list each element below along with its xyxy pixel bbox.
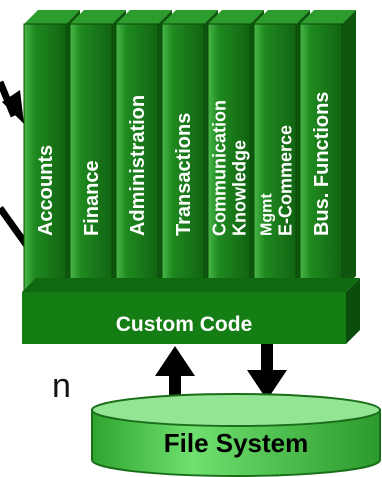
column-front-face bbox=[299, 23, 343, 291]
base-label: Custom Code bbox=[116, 313, 253, 336]
function-columns: Accounts Finance Administration Transaction… bbox=[23, 10, 356, 291]
column-label: Accounts bbox=[35, 145, 57, 236]
column-front-face bbox=[253, 23, 297, 291]
column-top-face bbox=[24, 10, 80, 24]
down-arrow-head bbox=[247, 370, 287, 400]
down-arrow-shaft bbox=[261, 344, 273, 374]
upper-pointer-arrowhead bbox=[2, 90, 24, 124]
column-front-face bbox=[115, 23, 159, 291]
column-top-face bbox=[116, 10, 172, 24]
up-arrow-head bbox=[155, 346, 195, 376]
column-6: Bus. Functions bbox=[299, 10, 356, 291]
column-top-face bbox=[300, 10, 356, 24]
custom-code-base: Custom Code bbox=[22, 278, 360, 344]
column-top-face bbox=[254, 10, 310, 24]
cylinder-body bbox=[91, 409, 381, 477]
file-system-label: File System bbox=[164, 428, 309, 458]
partial-text: n bbox=[52, 367, 71, 405]
column-label: Administration bbox=[127, 95, 149, 236]
file-system-cylinder: File System bbox=[91, 393, 381, 477]
column-label: Finance bbox=[81, 160, 103, 236]
column-label: Bus. Functions bbox=[311, 92, 333, 236]
cylinder-top bbox=[91, 393, 381, 427]
column-front-face bbox=[23, 23, 67, 291]
column-front-face bbox=[207, 23, 251, 291]
column-front-face bbox=[69, 23, 113, 291]
base-top-face bbox=[22, 278, 360, 292]
base-side-face bbox=[346, 278, 360, 344]
column-label: Transactions bbox=[173, 113, 195, 236]
column-label: Knowledge bbox=[229, 140, 249, 236]
column-label: E-Commerce bbox=[275, 125, 295, 236]
column-top-face bbox=[70, 10, 126, 24]
base-front-face bbox=[22, 292, 346, 344]
column-label: Mgmt bbox=[258, 193, 275, 236]
column-top-face bbox=[208, 10, 264, 24]
column-top-face bbox=[162, 10, 218, 24]
column-side-face bbox=[342, 10, 356, 290]
column-label: Communication bbox=[209, 100, 229, 236]
